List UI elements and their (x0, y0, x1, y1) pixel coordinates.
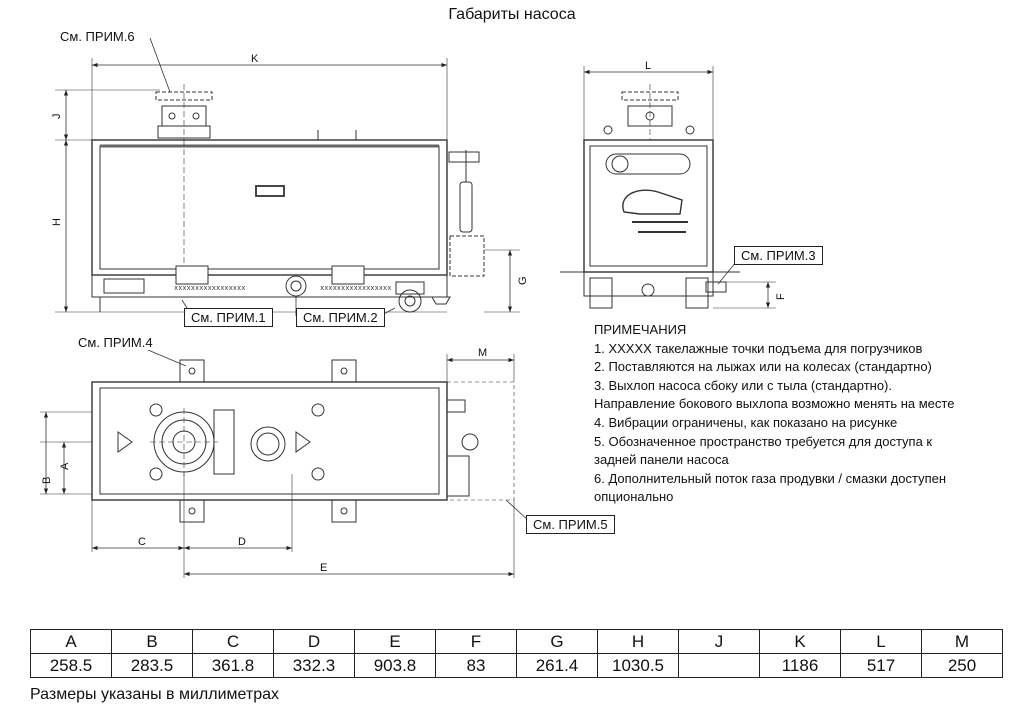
table-header-cell: A (30, 629, 112, 654)
dim-c-label: C (138, 536, 146, 548)
dim-d-label: D (238, 536, 246, 548)
dim-e-label: E (320, 562, 327, 574)
table-header-cell: L (840, 629, 922, 654)
dim-l-label: L (645, 60, 651, 72)
table-cell: 258.5 (30, 653, 112, 678)
skid-marking: xxxxxxxxxxxxxxxxx (174, 285, 245, 293)
front-view (560, 66, 776, 309)
table-header-cell: B (111, 629, 193, 654)
table-cell: 250 (921, 653, 1003, 678)
dimension-labels: K J H G L F M A B C D E (41, 53, 787, 574)
table-cell: 517 (840, 653, 922, 678)
note-line: 3. Выхлоп насоса сбоку или с тыла (станд… (594, 377, 892, 393)
callout-note-1: См. ПРИМ.1 (184, 308, 273, 327)
note-line: опционально (594, 489, 674, 505)
page-title: Габариты насоса (448, 6, 576, 23)
note-line: Направление бокового выхлопа возможно ме… (594, 396, 955, 412)
table-header-cell: H (597, 629, 679, 654)
table-header-cell: C (192, 629, 274, 654)
callout-note-6: См. ПРИМ.6 (60, 29, 135, 44)
callout-note-4: См. ПРИМ.4 (78, 335, 153, 350)
table-cell: 332.3 (273, 653, 355, 678)
table-header-cell: M (921, 629, 1003, 654)
side-view (55, 37, 520, 317)
table-cell: 83 (435, 653, 517, 678)
callout-note-3: См. ПРИМ.3 (734, 246, 823, 265)
table-header-row: A B C D E F G H J K L M (30, 629, 1003, 654)
top-view (40, 349, 529, 578)
technical-drawing: xxxxxxxxxxxxxxxxx xxxxxxxxxxxxxxxxx (40, 37, 787, 578)
dimensions-table: A B C D E F G H J K L M 258.5 283.5 361.… (30, 629, 1003, 678)
callout-note-5: См. ПРИМ.5 (526, 515, 615, 534)
note-line: 6. Дополнительный поток газа продувки / … (594, 470, 947, 486)
dim-f-label: F (775, 293, 787, 300)
dim-m-label: M (478, 347, 487, 359)
note-line: 1. XXXXX такелажные точки подъема для по… (594, 340, 923, 356)
notes-heading: ПРИМЕЧАНИЯ (594, 322, 687, 337)
note-line: 4. Вибрации ограничены, как показано на … (594, 414, 898, 430)
table-cell: 1030.5 (597, 653, 679, 678)
table-cell: 1186 (759, 653, 841, 678)
table-header-cell: D (273, 629, 355, 654)
note-line: 5. Обозначенное пространство требуется д… (594, 433, 933, 449)
table-cell: 261.4 (516, 653, 598, 678)
dim-a-label: A (59, 462, 71, 470)
dim-g-label: G (517, 276, 529, 285)
dim-b-label: B (41, 477, 53, 484)
note-line: задней панели насоса (594, 452, 729, 468)
table-header-cell: E (354, 629, 436, 654)
table-row: 258.5 283.5 361.8 332.3 903.8 83 261.4 1… (30, 653, 1003, 678)
table-cell (678, 653, 760, 678)
table-cell: 903.8 (354, 653, 436, 678)
table-header-cell: G (516, 629, 598, 654)
units-note: Размеры указаны в миллиметрах (30, 686, 280, 703)
table-cell: 361.8 (192, 653, 274, 678)
note-line: 2. Поставляются на лыжах или на колесах … (594, 359, 932, 375)
notes-block: ПРИМЕЧАНИЯ 1. XXXXX такелажные точки под… (594, 321, 1014, 507)
table-header-cell: K (759, 629, 841, 654)
dim-h-label: H (51, 218, 63, 226)
callout-note-2: См. ПРИМ.2 (296, 308, 385, 327)
dim-j-label: J (51, 114, 63, 120)
skid-marking-2: xxxxxxxxxxxxxxxxx (320, 285, 391, 293)
dim-k-label: K (251, 53, 259, 65)
table-header-cell: F (435, 629, 517, 654)
table-header-cell: J (678, 629, 760, 654)
table-cell: 283.5 (111, 653, 193, 678)
